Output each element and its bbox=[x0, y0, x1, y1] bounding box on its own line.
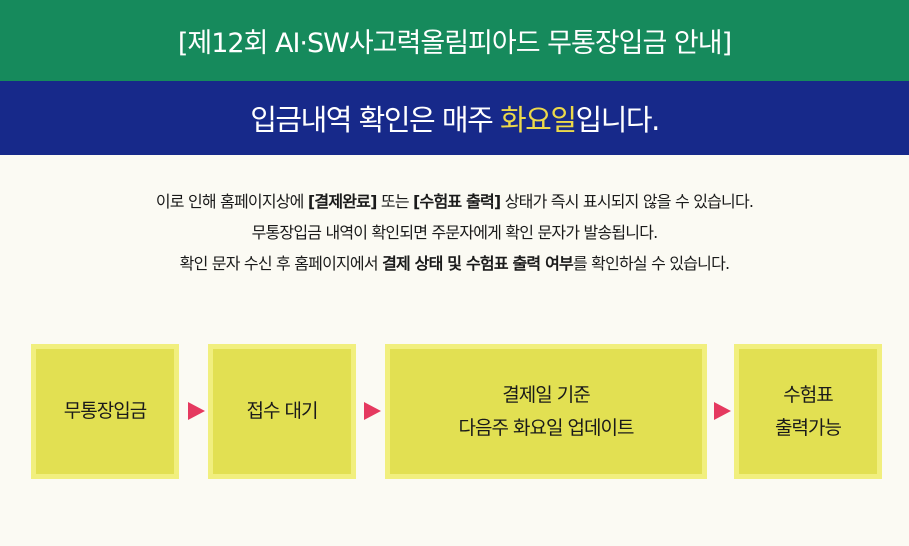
step-label: 무통장입금 bbox=[63, 400, 147, 422]
banner-text-before: 입금내역 확인은 매주 bbox=[250, 103, 500, 137]
notice-bold: [결제완료] bbox=[307, 192, 378, 211]
arrow-right-icon bbox=[714, 402, 731, 420]
step-label: 수험표 bbox=[783, 383, 833, 406]
notice-line-2: 무통장입금 내역이 확인되면 주문자에게 확인 문자가 발송됩니다. bbox=[251, 223, 659, 242]
step-label: 결제일 기준 bbox=[502, 383, 590, 406]
step-deposit: 무통장입금 bbox=[31, 344, 179, 479]
step-label: 접수 대기 bbox=[246, 400, 319, 422]
notice-line-1: 이로 인해 홈페이지상에 [결제완료] 또는 [수험표 출력] 상태가 즉시 표… bbox=[0, 186, 909, 217]
step-pending: 접수 대기 bbox=[208, 344, 356, 479]
notice-bold: [수험표 출력] bbox=[413, 192, 501, 211]
notice-text-span: 이로 인해 홈페이지상에 bbox=[155, 192, 308, 211]
header-title: [제12회 AI·SW사고력올림피아드 무통장입금 안내] bbox=[177, 28, 732, 59]
notice-text-span: 상태가 즉시 표시되지 않을 수 있습니다. bbox=[500, 192, 754, 211]
step-label-2: 다음주 화요일 업데이트 bbox=[458, 416, 635, 439]
banner-text: 입금내역 확인은 매주 화요일입니다. bbox=[250, 97, 661, 139]
banner-highlight: 화요일 bbox=[499, 103, 577, 137]
arrow-right-icon bbox=[364, 402, 381, 420]
header-bar: [제12회 AI·SW사고력올림피아드 무통장입금 안내] bbox=[0, 0, 909, 81]
banner-text-after: 입니다. bbox=[575, 103, 661, 137]
notice-text-span: 또는 bbox=[376, 192, 414, 211]
arrow-right-icon bbox=[188, 402, 205, 420]
notice-bold: 결제 상태 및 수험표 출력 여부 bbox=[382, 254, 574, 273]
notice-text: 이로 인해 홈페이지상에 [결제완료] 또는 [수험표 출력] 상태가 즉시 표… bbox=[0, 186, 909, 279]
notice-text-span: 를 확인하실 수 있습니다. bbox=[572, 254, 730, 273]
notice-line-3: 확인 문자 수신 후 홈페이지에서 결제 상태 및 수험표 출력 여부를 확인하… bbox=[0, 248, 909, 279]
banner-bar: 입금내역 확인은 매주 화요일입니다. bbox=[0, 81, 909, 155]
notice-text-span: 확인 문자 수신 후 홈페이지에서 bbox=[179, 254, 383, 273]
step-label-2: 출력가능 bbox=[775, 416, 842, 439]
